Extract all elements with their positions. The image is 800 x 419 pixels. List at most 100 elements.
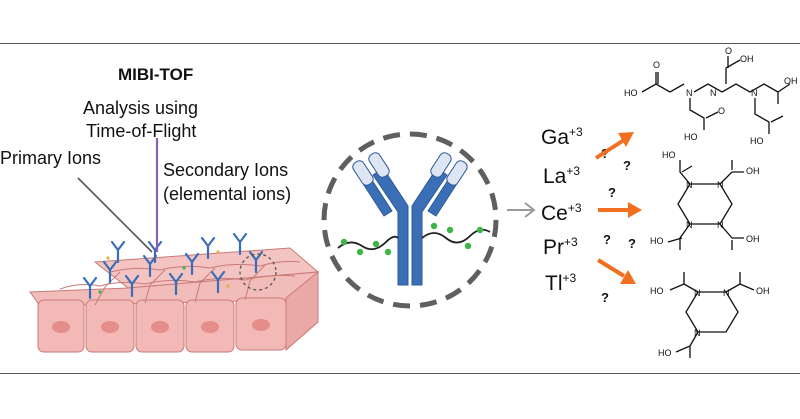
atom-label: OH xyxy=(746,166,760,176)
orange-arrow-middle xyxy=(598,202,642,218)
atom-label: O xyxy=(653,60,660,70)
atom-label: N xyxy=(686,220,693,230)
atom-label: HO xyxy=(658,348,672,358)
mini-antibody xyxy=(82,276,102,300)
metal-dot xyxy=(430,222,438,230)
ion-symbol: La xyxy=(543,165,567,188)
mini-antibody xyxy=(210,270,230,294)
secondary-ions-label-line1: Secondary Ions xyxy=(163,160,289,180)
orange-arrow-top xyxy=(594,132,634,160)
chelator-bottom-nota xyxy=(669,272,755,358)
antibody-tip xyxy=(430,152,452,178)
ion-symbol: Pr xyxy=(543,236,564,259)
ion-charge: +3 xyxy=(566,164,581,178)
antibody-tip xyxy=(446,160,468,186)
ion-la: La+3 xyxy=(543,165,580,189)
ion-charge: +3 xyxy=(569,125,583,139)
ion-charge: +3 xyxy=(562,271,577,285)
mini-antibody xyxy=(142,254,158,278)
nucleus xyxy=(101,321,119,333)
atom-label: N xyxy=(694,288,701,298)
heavy-chain-left xyxy=(372,167,409,286)
atom-label: HO xyxy=(624,88,638,98)
bottom-rule xyxy=(0,373,800,374)
mini-antibody xyxy=(248,250,264,274)
atom-label: N xyxy=(686,180,693,190)
ion-charge: +3 xyxy=(564,235,578,249)
nucleus xyxy=(52,321,70,333)
question-mark: ? xyxy=(608,185,616,200)
atom-label: HO xyxy=(650,286,664,296)
ion-symbol: Ga xyxy=(541,126,570,149)
cell-row xyxy=(37,270,319,353)
atom-label: N xyxy=(686,88,693,98)
chelator-structures: HO O N N N OH O HO O HO OH N N N N HO OH… xyxy=(624,46,798,358)
heavy-chain-right xyxy=(411,167,448,286)
atom-label: N xyxy=(694,328,701,338)
method-title: MIBI-TOF xyxy=(118,65,194,84)
atom-label: HO xyxy=(662,150,676,160)
atom-label: OH xyxy=(784,76,798,86)
atom-label: N xyxy=(710,88,717,98)
tissue-illustration xyxy=(29,138,320,353)
polymer-chain-left xyxy=(337,235,399,251)
atom-label: N xyxy=(751,88,758,98)
metal-dot xyxy=(476,226,484,234)
antibody-tip xyxy=(352,160,374,186)
cell-layer xyxy=(29,247,320,353)
mini-antibody xyxy=(232,232,248,256)
analysis-label-line1: Analysis using xyxy=(83,98,199,118)
nucleus xyxy=(201,321,219,333)
atom-label: O xyxy=(718,106,725,116)
metal-dot xyxy=(464,242,472,250)
chelator-middle-dota xyxy=(667,160,744,250)
atom-label: OH xyxy=(746,234,760,244)
cell-side xyxy=(285,270,319,352)
orange-arrows xyxy=(594,132,642,284)
question-mark: ? xyxy=(628,236,636,251)
question-mark: ? xyxy=(623,158,631,173)
nucleus xyxy=(151,321,169,333)
secondary-ions-label-line2: (elemental ions) xyxy=(163,184,292,204)
ion-ga: Ga+3 xyxy=(541,126,583,150)
antibody xyxy=(352,152,468,286)
primary-ions-label: Primary Ions xyxy=(0,148,102,168)
ion-symbol: Ce xyxy=(541,202,568,225)
antibody-tip xyxy=(368,152,390,178)
ion-charge: +3 xyxy=(567,201,582,215)
dashed-zoom-circle xyxy=(321,131,499,309)
mini-antibody xyxy=(168,272,184,296)
mini-antibody xyxy=(182,252,200,276)
atom-label: O xyxy=(725,46,732,56)
question-mark: ? xyxy=(601,290,609,305)
mini-antibody xyxy=(102,260,118,284)
metal-dot xyxy=(372,240,380,248)
orange-arrow-bottom xyxy=(596,258,636,284)
ion-symbol: Tl xyxy=(545,272,563,295)
analysis-label-line2: Time-of-Flight xyxy=(86,121,197,141)
top-rule xyxy=(0,43,800,44)
zoom-region-circle xyxy=(239,253,277,291)
metal-dot xyxy=(446,226,454,234)
ion-tl: Tl+3 xyxy=(545,272,576,296)
nucleus xyxy=(252,319,270,331)
antibody-zoom xyxy=(321,131,499,309)
atom-label: HO xyxy=(650,236,664,246)
atom-label: OH xyxy=(756,286,770,296)
question-mark: ? xyxy=(603,232,611,247)
primary-ion-beam xyxy=(77,177,153,253)
mini-antibody xyxy=(124,274,140,298)
gray-arrow xyxy=(507,202,536,218)
atom-label: HO xyxy=(684,132,698,142)
metal-dot xyxy=(340,238,348,246)
surface-antibodies xyxy=(82,232,264,300)
atom-label: HO xyxy=(750,136,764,146)
metal-dot xyxy=(356,248,364,256)
atom-label: N xyxy=(717,220,724,230)
atom-label: OH xyxy=(740,54,754,64)
atom-label: N xyxy=(723,288,730,298)
ion-ce: Ce+3 xyxy=(541,202,582,226)
atom-label: N xyxy=(717,180,724,190)
metal-dot xyxy=(384,248,392,256)
